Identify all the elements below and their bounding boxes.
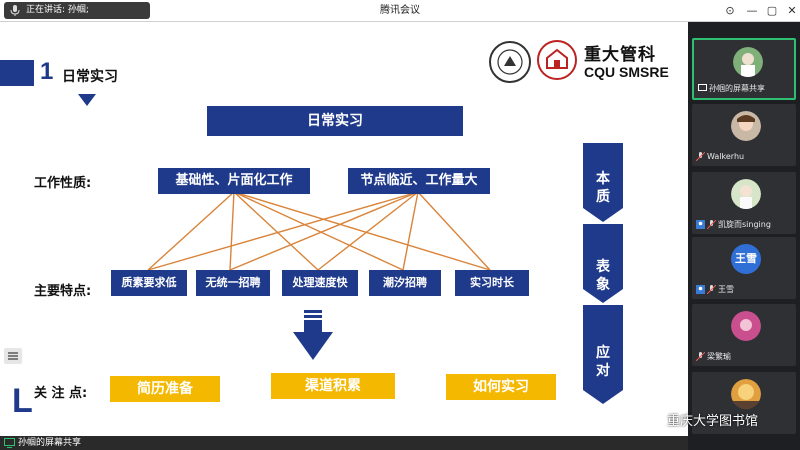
nature-box-basic: 基础性、片面化工作 [158, 168, 310, 194]
participant-name: Walkerhu [707, 152, 745, 161]
speaking-indicator: 正在讲话: 孙帼; [4, 2, 150, 19]
user-icon [696, 285, 705, 294]
participant-tile[interactable]: 孙帼的屏幕共享 [692, 38, 796, 100]
mic-muted-icon [707, 220, 716, 229]
feature-fast: 处理速度快 [282, 270, 358, 296]
shared-screen-stage: 1 日常实习 重大管科 CQU SMSRE 日常实习 工作性质: 基础性、片面化… [0, 22, 688, 450]
speaking-text: 正在讲话: 孙帼; [26, 5, 89, 15]
mic-muted-icon [707, 285, 716, 294]
big-down-arrow [293, 310, 333, 360]
app-title: 腾讯会议 [380, 5, 420, 16]
avatar [733, 47, 763, 77]
participant-tile[interactable]: Walkerhu [692, 104, 796, 166]
participant-tile[interactable]: 梁繁瑜 [692, 304, 796, 366]
feature-duration: 实习时长 [455, 270, 529, 296]
focus-how: 如何实习 [446, 374, 556, 400]
minimize-icon[interactable]: — [746, 4, 758, 17]
mic-muted-icon [696, 152, 705, 161]
list-toggle-icon[interactable] [4, 348, 22, 364]
participant-name: 梁繁瑜 [707, 352, 731, 361]
focus-channels: 渠道积累 [271, 373, 395, 399]
focus-resume: 简历准备 [110, 376, 220, 402]
section-number: 1 [40, 58, 54, 85]
screen-share-label[interactable]: 孙帼的屏幕共享 [4, 436, 81, 450]
pin-icon[interactable]: ⊙ [725, 4, 735, 17]
focus-label: 关 注 点: [34, 386, 88, 401]
avatar [731, 111, 761, 141]
school-badge-logo [537, 40, 577, 80]
share-screen-icon [4, 438, 15, 448]
nature-label: 工作性质: [34, 176, 92, 191]
university-seal-logo [489, 41, 531, 83]
participant-tile[interactable]: 王雪 王雪 [692, 237, 796, 299]
maximize-icon[interactable]: ▢ [766, 4, 778, 17]
main-banner: 日常实习 [207, 106, 463, 136]
screen-share-bar: 孙帼的屏幕共享 [0, 436, 688, 450]
corner-letter-decoration: L [12, 382, 33, 420]
side-label-essence: 本 质 [596, 171, 610, 205]
brand-cn: 重大管科 [584, 45, 656, 65]
brand-en: CQU SMSRE [584, 64, 669, 80]
user-icon [696, 220, 705, 229]
share-screen-icon [698, 84, 707, 91]
participant-name: 王雪 [718, 285, 734, 294]
avatar-initials: 王雪 [731, 244, 761, 274]
mic-icon [10, 5, 20, 16]
avatar [731, 179, 761, 209]
title-bar: 正在讲话: 孙帼; 腾讯会议 ⊙ — ▢ ✕ [0, 0, 800, 22]
section-title: 日常实习 [62, 69, 118, 85]
avatar [731, 311, 761, 341]
slide: 1 日常实习 重大管科 CQU SMSRE 日常实习 工作性质: 基础性、片面化… [0, 22, 688, 436]
avatar [731, 379, 761, 409]
participants-panel: 孙帼的屏幕共享 Walkerhu 凯旋而singing 王雪 王雪 梁繁瑜 [688, 22, 800, 450]
participant-tile[interactable] [692, 372, 796, 434]
participant-name: 凯旋而singing [718, 220, 771, 229]
nature-box-deadline: 节点临近、工作量大 [348, 168, 490, 194]
feature-low-quality: 质素要求低 [111, 270, 187, 296]
features-label: 主要特点: [34, 284, 92, 299]
side-label-phenomenon: 表 象 [596, 259, 610, 293]
participant-tile[interactable]: 凯旋而singing [692, 172, 796, 234]
section-triangle [78, 94, 96, 106]
close-icon[interactable]: ✕ [787, 4, 797, 17]
watermark: 重庆大学图书馆 [667, 414, 759, 429]
feature-tidal: 潮汐招聘 [369, 270, 441, 296]
feature-no-unified: 无统一招聘 [196, 270, 270, 296]
section-marker [0, 60, 34, 86]
mic-muted-icon [696, 352, 705, 361]
participant-name: 孙帼的屏幕共享 [709, 84, 765, 93]
side-label-response: 应 对 [596, 345, 610, 379]
